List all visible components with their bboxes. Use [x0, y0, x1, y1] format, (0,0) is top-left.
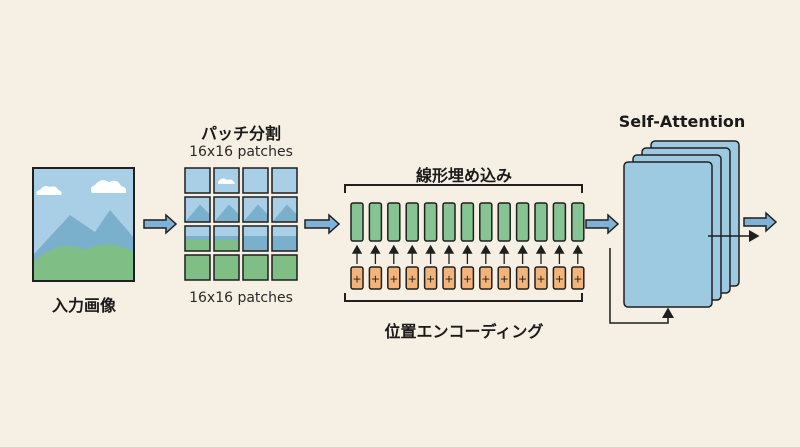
patch-cell: [213, 225, 240, 252]
arrow-right-icon: [304, 213, 341, 235]
arrow-right-icon: [743, 211, 778, 233]
input-image: [32, 167, 135, 282]
plus-icon: +: [444, 273, 453, 286]
embedding-token: [368, 202, 383, 242]
residual-connection: [609, 230, 760, 324]
embedding-token: [387, 202, 401, 242]
patch-cell: [184, 225, 211, 252]
positional-token: [442, 266, 456, 290]
arrow-right-icon: [585, 213, 620, 235]
embedding-token: [552, 202, 567, 242]
patch-cell: [184, 167, 211, 194]
embedding-bracket: [344, 184, 583, 193]
positional-token: [460, 266, 475, 290]
patch-cell: [271, 254, 298, 281]
plus-icon: +: [463, 273, 472, 286]
positional-token: [571, 266, 585, 290]
input-image-frame: [32, 167, 135, 282]
embedding-token: [405, 202, 419, 242]
positional-token: [350, 266, 364, 290]
plus-icon: +: [352, 273, 361, 286]
patch-cell: [213, 196, 240, 223]
positional-token: [368, 266, 383, 290]
patch-cell: [242, 225, 269, 252]
cloud-icon: [36, 186, 62, 195]
positional-token: [387, 266, 401, 290]
residual-arrow: [609, 248, 674, 324]
plus-icon: +: [500, 273, 509, 286]
positional-token: [534, 266, 548, 290]
patch-cell: [242, 196, 269, 223]
plus-icon: +: [536, 273, 545, 286]
patch-split-label: パッチ分割: [200, 124, 282, 143]
plus-icon: +: [518, 273, 527, 286]
self-attention-label: Self-Attention: [618, 112, 746, 131]
patch-cell: [242, 254, 269, 281]
positional-token: [552, 266, 567, 290]
positional-encoding-label: 位置エンコーディング: [384, 322, 544, 341]
positional-token: [515, 266, 530, 290]
arrow-right-icon: [143, 213, 178, 235]
embedding-token: [350, 202, 364, 242]
embedding-token: [479, 202, 493, 242]
patch-size-bottom-label: 16x16 patches: [189, 290, 293, 306]
plus-icon: +: [408, 273, 417, 286]
embedding-token: [515, 202, 530, 242]
patch-cell: [242, 167, 269, 194]
token-row: + + + + + + + + + + + + +: [350, 202, 585, 290]
embedding-token: [442, 202, 456, 242]
embedding-token: [534, 202, 548, 242]
plus-icon: +: [371, 273, 380, 286]
positional-token: [423, 266, 438, 290]
plus-icon: +: [481, 273, 490, 286]
embedding-token: [497, 202, 511, 242]
encoding-bracket: [344, 293, 583, 302]
attention-layer: [623, 161, 713, 308]
positional-token: [479, 266, 493, 290]
embedding-token: [423, 202, 438, 242]
plus-icon: +: [555, 273, 564, 286]
patch-cell: [271, 225, 298, 252]
stage-arrows: [143, 211, 778, 235]
patch-cell: [184, 196, 211, 223]
patch-grid: [184, 167, 298, 281]
plus-icon: +: [426, 273, 435, 286]
patch-cell: [271, 196, 298, 223]
cloud-icon: [91, 180, 127, 193]
patch-size-top-label: 16x16 patches: [189, 144, 293, 160]
patch-cell: [271, 167, 298, 194]
embedding-token: [571, 202, 585, 242]
plus-icon: +: [573, 273, 582, 286]
linear-embedding-label: 線形埋め込み: [415, 166, 513, 185]
embedding-token: [460, 202, 475, 242]
positional-token: [405, 266, 419, 290]
self-attention-stack: [623, 140, 740, 308]
patch-cell: [213, 167, 240, 194]
positional-token: [497, 266, 511, 290]
input-image-label: 入力画像: [51, 296, 117, 315]
patch-cell: [213, 254, 240, 281]
hill-icon: [33, 244, 134, 281]
plus-icon: +: [389, 273, 398, 286]
patch-cell: [184, 254, 211, 281]
